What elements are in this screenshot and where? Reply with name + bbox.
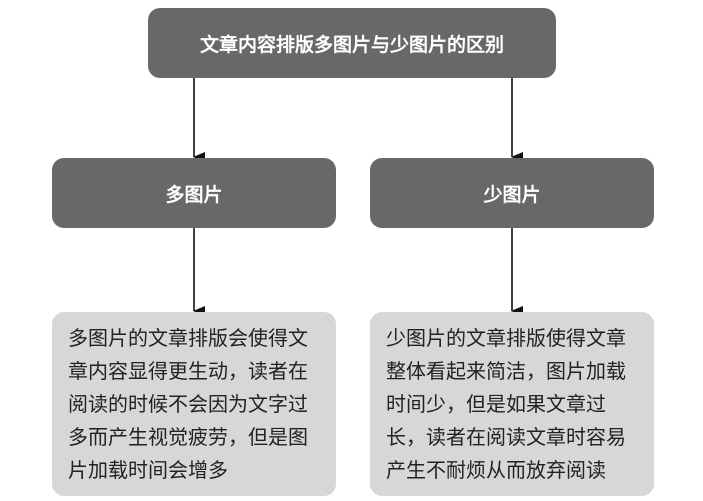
root-node-label: 文章内容排版多图片与少图片的区别 (199, 33, 504, 56)
description-few-images-text: 少图片的文章排版使得文章整体看起来简洁，图片加载时间少，但是如果文章过长，读者在… (386, 326, 626, 482)
branch-node-many-images-label: 多图片 (165, 183, 223, 206)
branch-node-few-images: 少图片 (370, 158, 654, 228)
branch-node-few-images-label: 少图片 (483, 183, 541, 206)
description-box-few-images: 少图片的文章排版使得文章整体看起来简洁，图片加载时间少，但是如果文章过长，读者在… (370, 312, 654, 496)
root-node: 文章内容排版多图片与少图片的区别 (148, 8, 556, 78)
description-box-many-images: 多图片的文章排版会使得文章内容显得更生动，读者在阅读的时候不会因为文字过多而产生… (52, 312, 336, 496)
description-many-images-text: 多图片的文章排版会使得文章内容显得更生动，读者在阅读的时候不会因为文字过多而产生… (68, 326, 308, 482)
branch-node-many-images: 多图片 (52, 158, 336, 228)
